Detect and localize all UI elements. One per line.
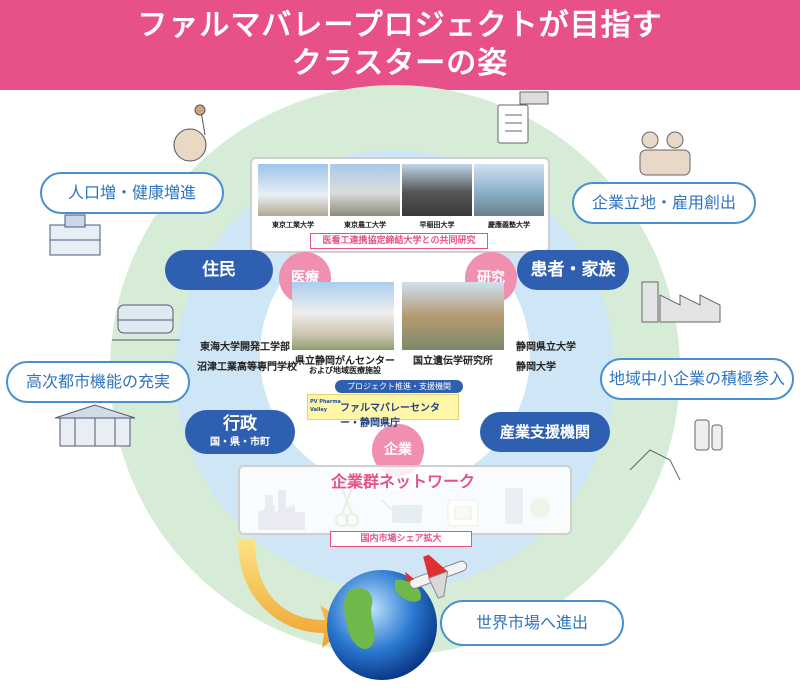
univ-label-3: 早稲田大学 — [419, 221, 455, 229]
title-line-1: ファルマバレープロジェクトが目指す — [137, 8, 663, 43]
node-admin-sub: 国・県・市町 — [210, 437, 270, 448]
cancer-center-photo — [292, 282, 394, 350]
goal-corporate: 企業立地・雇用創出 — [572, 182, 756, 224]
node-admin: 行政 国・県・市町 — [185, 410, 295, 454]
cancer-center-sub: および地域医療施設 — [309, 366, 381, 375]
researchers-icon — [639, 131, 691, 176]
golf-icon — [173, 104, 207, 162]
hospital-icon — [49, 214, 101, 256]
expansion-arrow — [238, 540, 350, 648]
goal-population: 人口増・健康増進 — [40, 172, 224, 214]
promotion-label: プロジェクト推進・支援機関 — [335, 380, 463, 393]
airplane-icon — [405, 554, 468, 599]
goal-world: 世界市場へ進出 — [440, 600, 624, 646]
univ-label-1: 東京工業大学 — [272, 221, 314, 229]
genetics-institute-photo — [402, 282, 504, 350]
univ-caption: 医看工連携協定締結大学との共同研究 — [310, 233, 488, 249]
node-admin-label: 行政 — [223, 414, 257, 434]
title-line-2: クラスターの姿 — [291, 46, 509, 81]
train-icon — [112, 304, 180, 341]
node-residents: 住民 — [165, 250, 273, 290]
node-patients: 患者・家族 — [517, 250, 629, 290]
cancer-center-label: 県立静岡がんセンター — [295, 356, 395, 367]
goal-local-sme: 地域中小企業の積極参入 — [600, 358, 794, 400]
univ-label-2: 東京農工大学 — [344, 221, 386, 229]
promotion-box — [307, 394, 459, 420]
promotion-body: ファルマバレーセンター・静岡県庁 — [340, 403, 440, 429]
right-school-2: 静岡大学 — [516, 362, 556, 373]
lab-equipment-icon — [629, 419, 723, 481]
factory-icon — [641, 281, 721, 323]
univ-photo-2 — [330, 164, 400, 216]
left-school-1: 東海大学開発工学部 — [200, 342, 290, 353]
clipboard-icon — [497, 91, 549, 144]
pv-logo: PV Pharma Valley — [310, 399, 341, 413]
left-school-2: 沼津工業高等専門学校 — [197, 362, 297, 373]
network-title: 企業群ネットワーク — [330, 472, 475, 491]
globe-icon — [327, 570, 437, 680]
univ-photo-3 — [402, 164, 472, 216]
genetics-label: 国立遺伝学研究所 — [413, 356, 493, 367]
right-school-1: 静岡県立大学 — [516, 342, 576, 353]
title-banner: ファルマバレープロジェクトが目指す クラスターの姿 — [0, 0, 800, 90]
network-caption: 国内市場シェア拡大 — [330, 531, 472, 547]
univ-photo-1 — [258, 164, 328, 216]
univ-label-4: 慶應義塾大学 — [488, 221, 530, 229]
node-industry-support: 産業支援機関 — [480, 412, 610, 452]
network-box — [238, 465, 572, 535]
univ-photo-4 — [474, 164, 544, 216]
city-hall-icon — [54, 404, 136, 447]
goal-urban: 高次都市機能の充実 — [6, 361, 190, 403]
